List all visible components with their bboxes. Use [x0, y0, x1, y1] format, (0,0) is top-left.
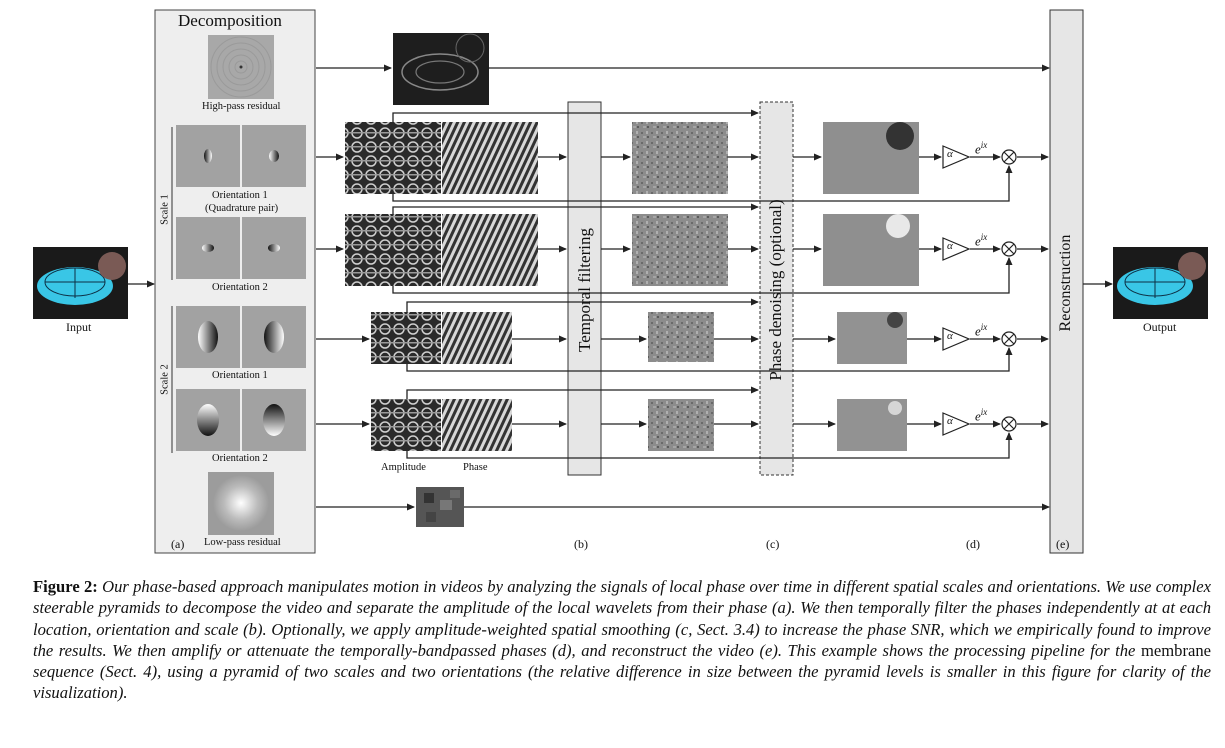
wavelet-s2-or1-real: [176, 306, 240, 368]
s2-or1-label: Orientation 1: [212, 370, 268, 381]
caption-membrane: membrane: [1140, 640, 1211, 660]
multiply-node-3: [1001, 331, 1017, 347]
amplitude-s2-or2: [371, 399, 441, 451]
multiply-node-1: [1001, 149, 1017, 165]
exp-label: eix: [975, 322, 988, 339]
stage-e-label: (e): [1056, 537, 1070, 551]
stage-b-label: (b): [574, 537, 588, 551]
alpha-amplifier-2: [942, 237, 971, 261]
reconstruction-label: Reconstruction: [1057, 234, 1074, 332]
amplitude-s1-or1: [345, 122, 441, 194]
phase-denoising-label: Phase denoising (optional): [766, 199, 785, 381]
phase-s2-or2: [442, 399, 512, 451]
alpha-amplifier-4: [942, 412, 971, 436]
caption-text-1: Our phase-based approach manipulates mot…: [33, 577, 1211, 660]
output-image: [1113, 247, 1208, 319]
alpha-symbol: α: [947, 240, 953, 252]
exp-label: eix: [975, 140, 988, 157]
highpass-band-image: [393, 33, 489, 105]
wavelet-s1-or1-real: [176, 125, 240, 187]
lowpass-label: Low-pass residual: [204, 537, 281, 548]
wavelet-s2-or2-imag: [242, 389, 306, 451]
figure-caption: Figure 2: Our phase-based approach manip…: [33, 576, 1211, 704]
wavelet-s2-or2-real: [176, 389, 240, 451]
s2-or2-label: Orientation 2: [212, 453, 268, 464]
output-label: Output: [1143, 320, 1177, 334]
filtered-phase-s2-or1: [648, 312, 714, 362]
stage-a-label: (a): [171, 537, 185, 551]
amplitude-s2-or1: [371, 312, 441, 364]
phase-s1-or2: [442, 214, 538, 286]
exp-label: eix: [975, 232, 988, 249]
amplitude-s1-or2: [345, 214, 441, 286]
highpass-rings-icon: [210, 36, 272, 98]
amplitude-label: Amplitude: [381, 462, 426, 473]
alpha-amplifier-3: [942, 327, 971, 351]
reconstruction-block: [1049, 9, 1084, 554]
exp-label: eix: [975, 407, 988, 424]
wavelet-s1-or2-real: [176, 217, 240, 279]
figure-number: Figure 2:: [33, 577, 98, 596]
wavelet-s2-or1-imag: [242, 306, 306, 368]
quadrature-label: (Quadrature pair): [205, 203, 279, 214]
alpha-symbol: α: [947, 148, 953, 160]
multiply-node-2: [1001, 241, 1017, 257]
multiply-node-4: [1001, 416, 1017, 432]
scale1-label: Scale 1: [159, 194, 171, 225]
filtered-phase-s1-or1: [632, 122, 728, 194]
phase-s1-or1: [442, 122, 538, 194]
s1-or1-label: Orientation 1: [212, 190, 268, 201]
scale2-label: Scale 2: [159, 364, 171, 395]
phase-s2-or1: [442, 312, 512, 364]
alpha-symbol: α: [947, 415, 953, 427]
lowpass-band-image: [416, 487, 464, 527]
caption-text-2: sequence (Sect. 4), using a pyramid of t…: [33, 662, 1211, 703]
temporal-filtering-block: [567, 101, 602, 476]
alpha-amplifier-1: [942, 145, 971, 169]
stage-c-label: (c): [766, 537, 780, 551]
wavelet-s1-or1-imag: [242, 125, 306, 187]
alpha-symbol: α: [947, 330, 953, 342]
decomposition-title: Decomposition: [178, 11, 282, 30]
decomposition-panel: [154, 9, 316, 554]
highpass-label: High-pass residual: [202, 101, 281, 112]
filtered-phase-s1-or2: [632, 214, 728, 286]
temporal-filtering-label: Temporal filtering: [575, 228, 594, 352]
stage-d-label: (d): [966, 537, 980, 551]
wavelet-s1-or2-imag: [242, 217, 306, 279]
input-label: Input: [66, 320, 92, 334]
input-image: [33, 247, 128, 319]
s1-or2-label: Orientation 2: [212, 282, 268, 293]
filtered-phase-s2-or2: [648, 399, 714, 451]
phase-label: Phase: [463, 462, 488, 473]
phase-denoising-block: [759, 101, 794, 476]
pipeline-figure: Decomposition High-pass residual Orienta…: [33, 9, 1208, 554]
